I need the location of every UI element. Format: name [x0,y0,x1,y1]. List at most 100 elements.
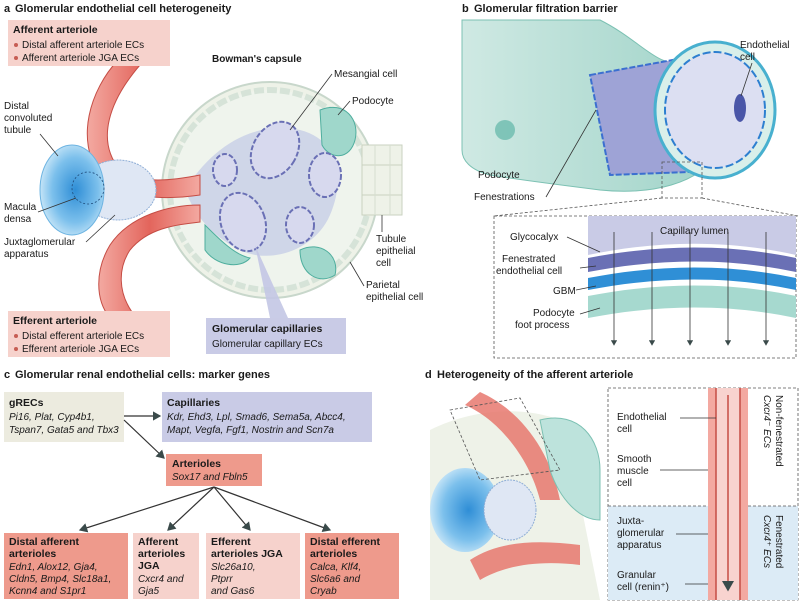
distal-efferent-title-2: arterioles [310,548,357,560]
afferent-title: Afferent arteriole [13,24,98,36]
parietal-label-2: epithelial cell [366,292,423,303]
efferent-bullet-1 [14,334,18,338]
d-macula-shape [430,468,500,552]
arterioles-line-1: Sox17 and Fbln5 [172,472,248,483]
afferent-bullet-1 [14,43,18,47]
efferent-jga-line-2: Ptprr [211,574,233,585]
distal-tubule-label-2: convoluted [4,113,52,124]
b-foot-label-2: foot process [515,320,569,331]
b-fenestrated-layer [588,247,796,272]
distal-tubule-label-1: Distal [4,101,29,112]
panel-b-title: Glomerular filtration barrier [474,3,618,15]
efferent-arteriole-shape [98,204,201,319]
distal-efferent-line-1: Calca, Klf4, [310,562,361,573]
b-fenestrations-label: Fenestrations [474,192,535,203]
d-efferent-shape [470,542,580,580]
panel-c-letter: c [4,369,10,381]
tubule-shape [361,144,403,216]
mesangial-label: Mesangial cell [334,69,397,80]
panel-a: a Glomerular endothelial cell heterogene… [4,3,423,357]
panel-b-letter: b [462,3,469,15]
capillaries-sub: Glomerular capillary ECs [212,339,323,350]
distal-efferent-title-1: Distal efferent [310,536,381,548]
b-gbm-label: GBM [553,286,576,297]
podocyte-leader-a [337,100,351,116]
grecs-box [4,392,124,442]
b-foot-label-1: Podocyte [533,308,575,319]
capillary-loop-3 [218,191,268,253]
b-gbm-layer [588,267,796,290]
c-capillaries-title: Capillaries [167,397,220,409]
d-nonfen-label-1: Non-fenestrated [773,395,784,467]
capillary-loop-4 [285,206,315,244]
d-jga-shape [483,479,537,541]
efferent-item-2: Efferent arteriole JGA ECs [22,344,139,355]
efferent-jga-title-1: Efferent [211,536,251,548]
tubule-label-2: epithelial [376,246,415,257]
afferent-jga-title-2: arterioles [138,548,185,560]
distal-afferent-box [4,533,128,599]
distal-efferent-box [305,533,399,599]
arrow-to-afferent-jga [167,486,215,531]
arterioles-title: Arterioles [172,458,221,470]
b-endothelial-label-2: cell [740,52,755,63]
d-jga-label-2: glomerular [617,528,665,539]
capillaries-title: Glomerular capillaries [212,323,322,335]
efferent-title: Efferent arteriole [13,315,97,327]
afferent-item-1: Distal afferent arteriole ECs [22,40,144,51]
endothelial-nucleus [734,94,746,122]
panel-a-letter: a [4,3,11,15]
b-foot-layer [588,285,796,318]
jga-label-1: Juxtaglomerular [4,237,76,248]
macula-densa-label-1: Macula [4,202,37,213]
efferent-jga-box [206,533,300,599]
podocyte-nucleus [495,120,515,140]
tubule-label-1: Tubule [376,234,407,245]
c-capillaries-line-1: Kdr, Ehd3, Lpl, Smad6, Sema5a, Abcc4, [167,412,346,423]
b-zoom-line-2 [701,197,799,217]
capillary-loop-1 [249,120,301,180]
parietal-label-1: Parietal [366,280,400,291]
c-capillaries-box [162,392,372,442]
tubule-label-3: cell [376,258,391,269]
macula-densa-label-2: densa [4,214,32,225]
d-podocyte-shape [539,417,601,521]
b-podocyte-label: Podocyte [478,170,520,181]
distal-afferent-line-3: Kcnn4 and S1pr1 [9,586,86,597]
mesangial-leader [289,73,333,131]
distal-afferent-line-1: Edn1, Alox12, Gja4, [9,562,98,573]
arrow-to-efferent-jga [213,486,251,531]
macula-densa-outline [71,171,105,205]
b-glycocalyx-label: Glycocalyx [510,232,558,243]
afferent-bullet-2 [14,56,18,60]
distal-efferent-line-2: Slc6a6 and [310,574,360,585]
jga-label-2: apparatus [4,249,48,260]
afferent-jga-title-3: JGA [138,560,160,572]
capillaries-pointer [255,245,288,318]
afferent-arteriole-shape [86,59,201,199]
arrow-to-distal-efferent [213,486,332,532]
podocyte-shape-1 [319,106,357,157]
arrow-to-distal-afferent [78,486,215,533]
b-zoom-line-1 [493,197,663,217]
distal-afferent-line-2: Cldn5, Bmp4, Slc18a1, [9,574,111,585]
distal-efferent-line-3: Cryab [310,586,337,597]
panel-c: c Glomerular renal endothelial cells: ma… [4,369,399,599]
panel-d: d Heterogeneity of the afferent arteriol… [425,369,799,601]
jga-leader [85,214,116,243]
grecs-title: gRECs [9,397,44,409]
capillary-cross-inner [664,51,766,169]
distal-tubule-leader [39,133,59,157]
parietal-leader [349,261,365,287]
panel-a-title: Glomerular endothelial cell heterogeneit… [15,3,232,15]
c-capillaries-line-2: Mapt, Vegfa, Fgf1, Nostrin and Scn7a [167,425,334,436]
d-zoom-region [449,397,561,481]
d-granular-label-2: cell (renin⁺) [617,582,669,593]
b-glycocalyx-leader [566,236,601,253]
d-fen-label-1: Fenestrated [773,515,784,568]
b-zoom-box [661,161,703,199]
d-jga-label-3: apparatus [617,540,661,551]
efferent-jga-title-2: arterioles JGA [211,548,283,560]
bowmans-capsule-label: Bowman's capsule [212,54,302,65]
